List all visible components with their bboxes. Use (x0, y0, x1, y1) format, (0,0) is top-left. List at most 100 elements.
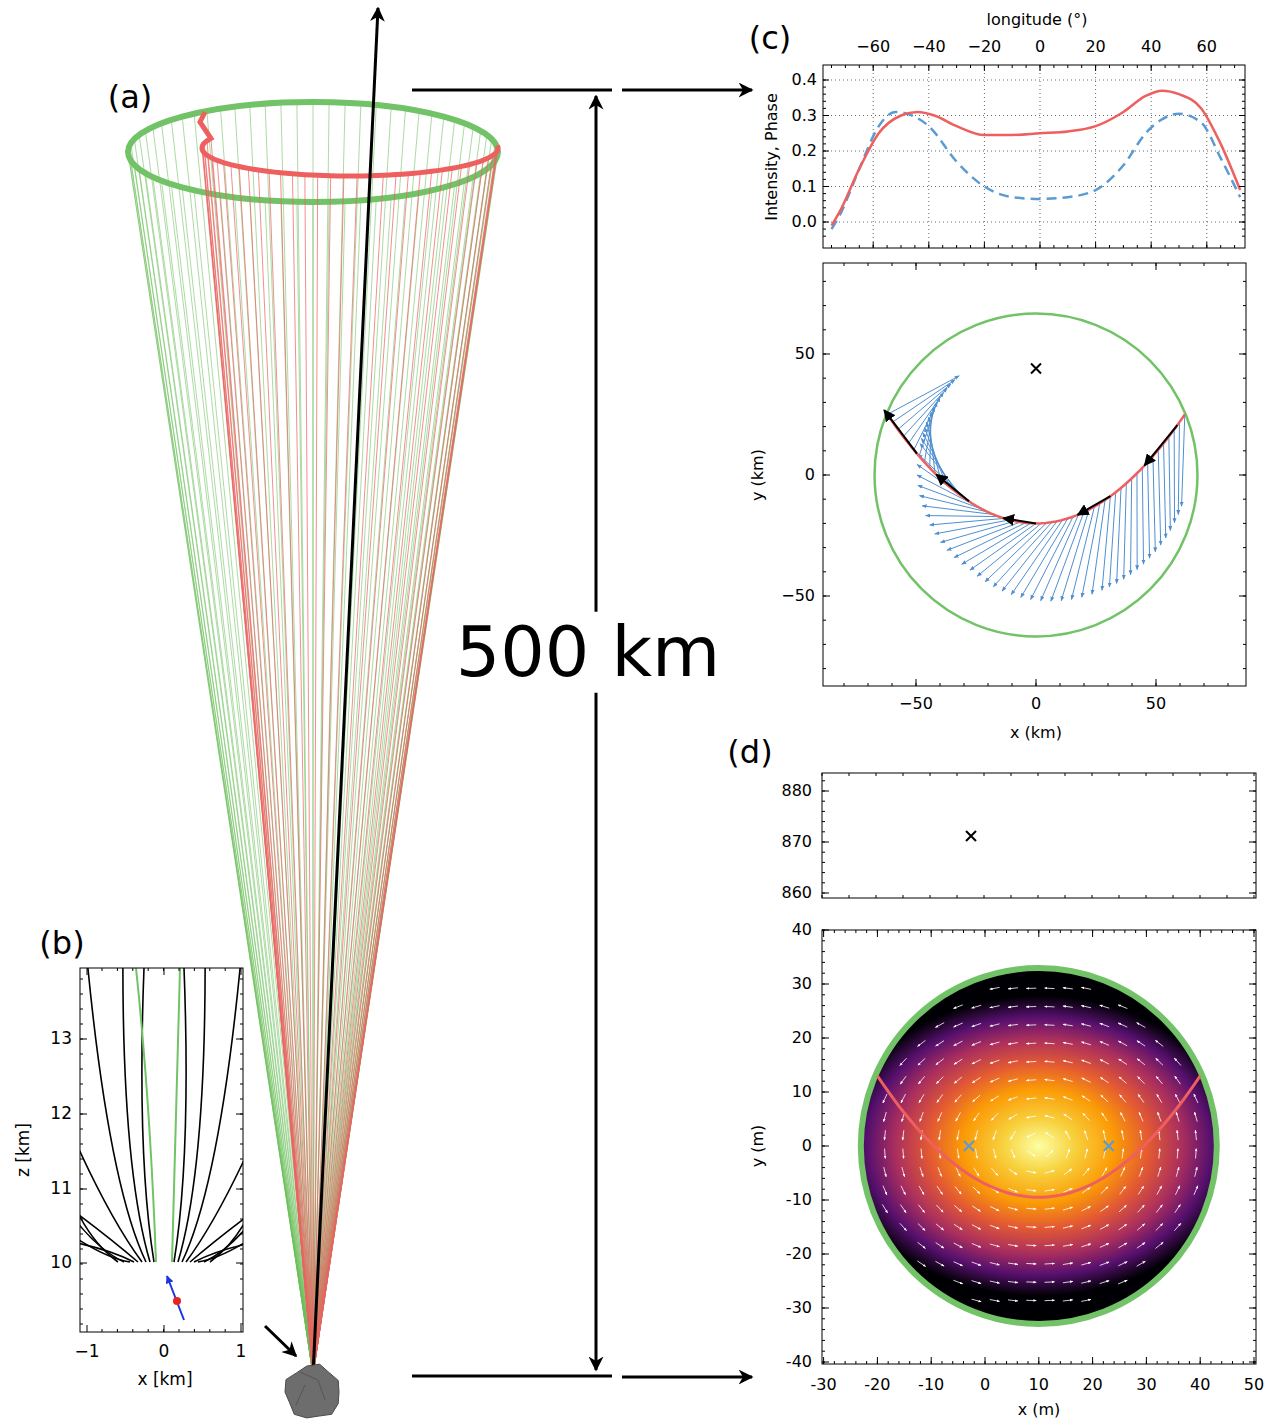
tick (928, 245, 929, 248)
tick (1179, 245, 1180, 248)
tick (80, 1189, 87, 1190)
flow-arrow (1120, 1112, 1125, 1121)
tick (240, 1129, 243, 1130)
tick (1249, 1038, 1256, 1039)
flow-arrow (955, 1095, 962, 1102)
green-ray (153, 127, 313, 1375)
tick (1253, 1135, 1256, 1136)
tick (1060, 683, 1061, 686)
green-ray (313, 127, 473, 1375)
polarization-arrow (1051, 512, 1084, 601)
green-ray (313, 104, 361, 1375)
tick (823, 571, 826, 572)
tick (822, 831, 825, 832)
tick (823, 426, 826, 427)
flow-arrow (1195, 1130, 1196, 1140)
flow-arrow (1010, 1131, 1015, 1139)
tick (823, 547, 826, 548)
flow-arrow (1194, 1186, 1198, 1195)
tick (823, 115, 829, 116)
flow-arrow (1065, 1131, 1070, 1140)
tick (1232, 930, 1233, 933)
tick (1253, 1362, 1256, 1363)
tick (822, 1308, 829, 1309)
flow-arrow (1119, 1095, 1125, 1103)
flow-arrow (1158, 1112, 1161, 1121)
tick (1234, 65, 1235, 68)
tick (1192, 65, 1193, 68)
tick (1253, 842, 1256, 843)
flow-arrow (1063, 1300, 1073, 1301)
tick (1242, 101, 1245, 102)
green-ray (161, 123, 313, 1375)
tick (1242, 179, 1245, 180)
red-ray (207, 141, 313, 1375)
flow-arrow (1085, 1130, 1088, 1139)
flow-arrow (936, 1224, 944, 1230)
tick (822, 1286, 825, 1287)
tick (240, 1189, 243, 1190)
green-ring (128, 102, 498, 202)
tick (823, 136, 826, 137)
tick-label: 30 (1136, 1376, 1156, 1394)
tick (903, 773, 904, 776)
red-ring (200, 112, 498, 176)
green-ray (250, 105, 313, 1375)
tick (1239, 151, 1245, 152)
tick (888, 930, 889, 933)
tick (823, 108, 826, 109)
tick (866, 930, 867, 933)
tick (1242, 143, 1245, 144)
green-ray (313, 109, 406, 1375)
tick-label: −60 (856, 38, 890, 56)
tick (970, 65, 971, 68)
green-ray (194, 114, 313, 1375)
tick (240, 1174, 243, 1175)
tick (240, 1114, 243, 1115)
flow-arrow (1063, 1097, 1072, 1101)
tick (822, 1232, 825, 1233)
tick (1253, 1221, 1256, 1222)
tick (916, 263, 917, 270)
flow-arrow (1008, 1263, 1018, 1264)
tick (823, 450, 826, 451)
tick (1167, 1361, 1168, 1364)
flow-arrow (954, 1059, 962, 1064)
tick (1243, 523, 1246, 524)
tick (1206, 65, 1207, 71)
flow-arrow (1009, 1169, 1017, 1175)
flow-arrow (1081, 1244, 1091, 1247)
tick-label: 40 (1141, 38, 1161, 56)
green-ray (313, 114, 432, 1375)
tick (1124, 1361, 1125, 1364)
tick (822, 930, 829, 931)
tick (1242, 136, 1245, 137)
flow-arrow (1081, 987, 1091, 989)
tick (1036, 679, 1037, 686)
tick (1095, 65, 1096, 68)
tick-label: 11 (50, 1179, 72, 1199)
tick-label: -20 (864, 1376, 890, 1394)
tick (823, 115, 826, 116)
tick (823, 402, 826, 403)
flow-arrow (918, 1205, 924, 1213)
red-ray (313, 171, 432, 1375)
foot-cross (964, 1141, 974, 1151)
tick (822, 1362, 825, 1363)
tick (1151, 245, 1152, 248)
tick (240, 1009, 243, 1010)
tick (1038, 930, 1039, 937)
flow-arrow (1175, 1204, 1181, 1212)
tick (822, 1308, 825, 1309)
star-facet (296, 1372, 325, 1405)
flow-arrow (1026, 1079, 1036, 1081)
flow-arrow (1081, 1006, 1091, 1008)
flow-arrow (1008, 1226, 1018, 1228)
tick (241, 1325, 242, 1332)
tick (822, 1005, 825, 1006)
tick (1249, 1146, 1256, 1147)
flow-arrow (956, 1112, 961, 1121)
tick (823, 1357, 824, 1364)
flow-arrow (1081, 1024, 1091, 1027)
tick (1092, 930, 1093, 937)
